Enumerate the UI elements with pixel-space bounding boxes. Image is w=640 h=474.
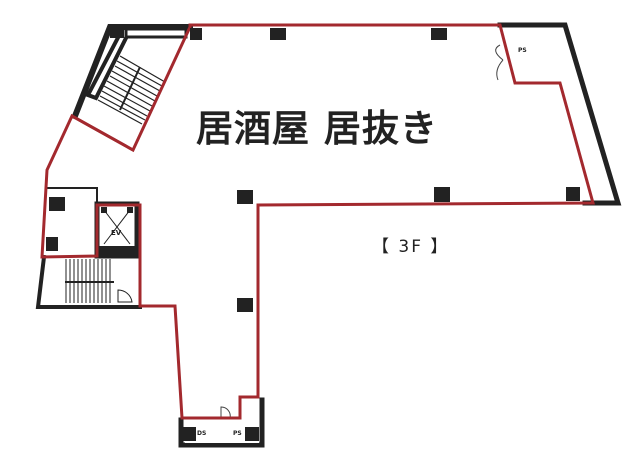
building-walls	[35, 22, 622, 448]
columns	[46, 26, 580, 441]
ps-room-label-bottom: PS	[233, 430, 242, 437]
floor-label: 【 3F 】	[372, 237, 450, 257]
staircase-upper	[97, 55, 166, 125]
elevator-label: EV	[111, 229, 122, 237]
stair-partition	[71, 114, 134, 152]
elevator-shaft	[94, 201, 140, 259]
ps-room-label-top: PS	[518, 47, 527, 54]
tenant-area-outline	[40, 23, 595, 420]
ds-room-label: DS	[197, 430, 207, 437]
doors	[117, 44, 504, 419]
tenant-title: 居酒屋 居抜き	[196, 107, 438, 150]
staircase-lower	[65, 259, 114, 303]
